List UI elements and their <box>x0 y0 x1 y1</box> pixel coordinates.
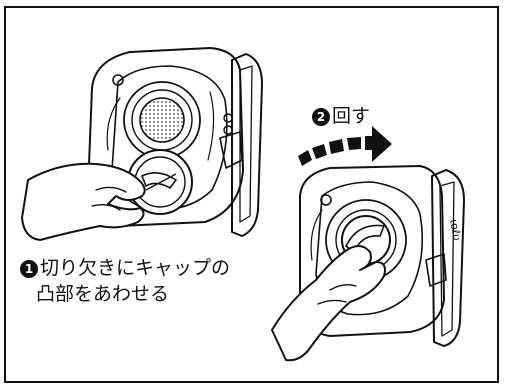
step-2-text: 回す <box>332 105 371 127</box>
step-1-text-line1: 切り欠きにキャップの <box>40 257 231 279</box>
right-fuel-lid: ιοℓυ <box>425 169 465 347</box>
svg-text:ιοℓυ: ιοℓυ <box>447 218 464 241</box>
left-hand <box>21 162 146 241</box>
dashed-curved-arrow-right-icon <box>298 126 392 166</box>
step-2-marker-icon: 2 <box>312 108 330 126</box>
left-fuel-lid <box>219 53 263 237</box>
right-hand <box>271 245 386 362</box>
step-1-text-line2: 凸部をあわせる <box>36 283 170 305</box>
step-1-marker-icon: 1 <box>20 260 38 278</box>
